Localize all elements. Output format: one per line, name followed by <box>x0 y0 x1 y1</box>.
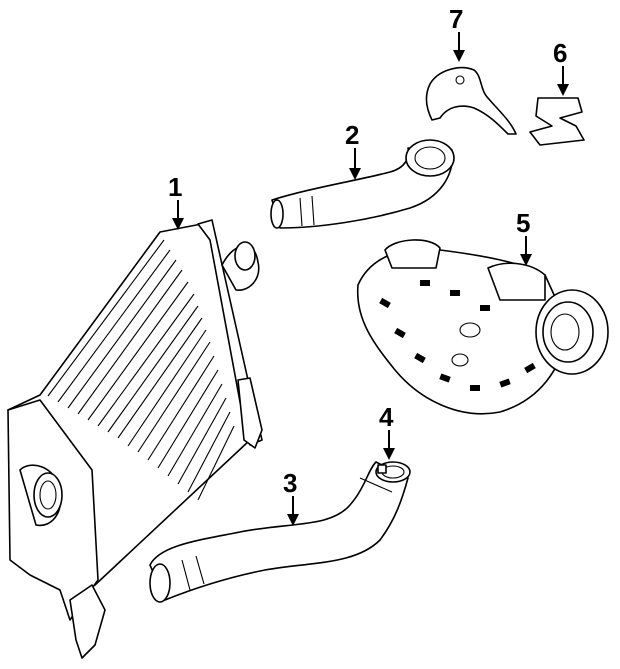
air-duct-housing-icon[interactable] <box>356 239 609 415</box>
leader-5 <box>520 236 532 266</box>
callout-leaders <box>172 32 569 526</box>
callout-6[interactable]: 6 <box>553 38 567 68</box>
callout-3[interactable]: 3 <box>283 468 297 498</box>
inlet-hose-icon[interactable] <box>270 139 455 229</box>
callout-1[interactable]: 1 <box>168 172 182 202</box>
mounting-bracket-icon[interactable] <box>425 66 517 135</box>
hose-clamp-icon[interactable] <box>375 461 411 483</box>
intercooler-icon[interactable] <box>7 219 263 659</box>
leader-6 <box>557 66 569 96</box>
leader-4 <box>383 430 395 460</box>
callout-2[interactable]: 2 <box>345 120 359 150</box>
leader-1 <box>172 200 184 230</box>
retaining-clip-icon[interactable] <box>529 97 585 146</box>
callout-7[interactable]: 7 <box>449 4 463 34</box>
leader-2 <box>349 148 361 180</box>
callout-5[interactable]: 5 <box>516 208 530 238</box>
outlet-hose-icon[interactable] <box>149 461 409 603</box>
callout-4[interactable]: 4 <box>379 402 394 432</box>
leader-7 <box>453 32 465 62</box>
leader-3 <box>287 496 299 526</box>
